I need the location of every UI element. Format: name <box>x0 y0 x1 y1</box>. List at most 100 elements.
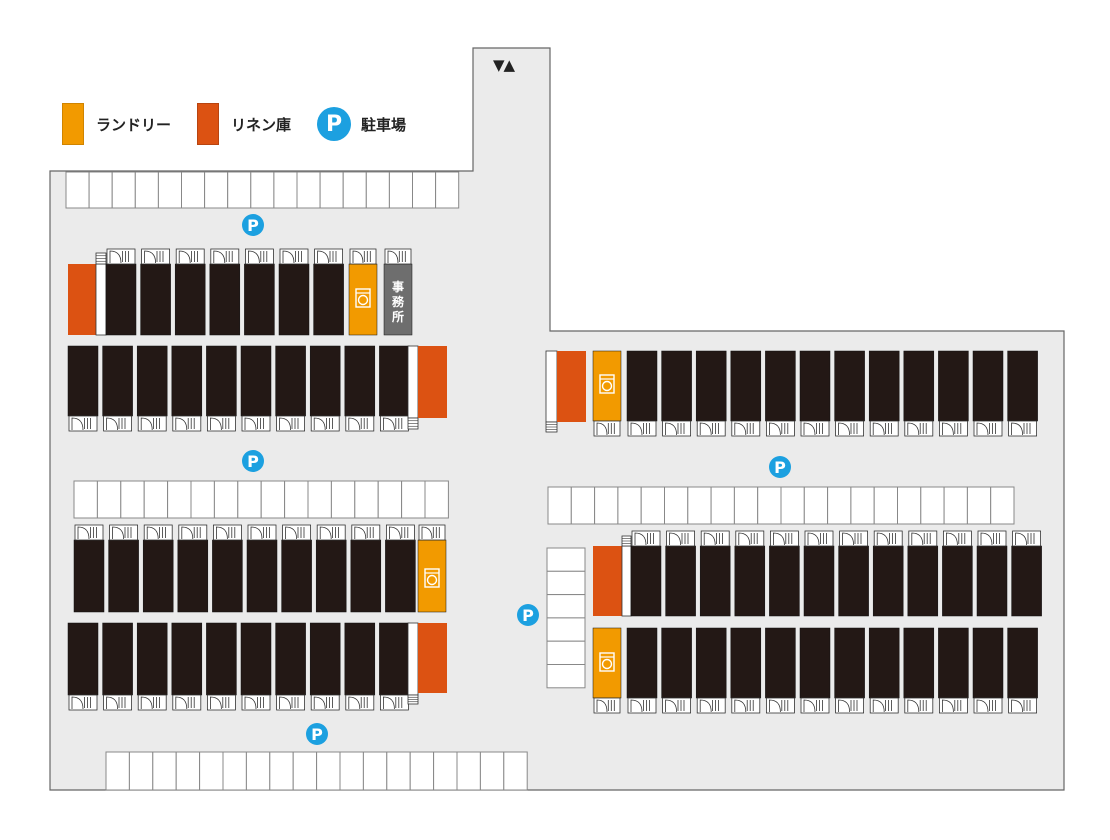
laundry-building <box>592 627 622 699</box>
parking-space <box>227 171 252 209</box>
parking-space <box>990 486 1015 525</box>
door-icon <box>210 696 222 710</box>
parking-space <box>409 751 435 791</box>
cottage-unit <box>136 622 168 696</box>
cottage-unit <box>275 622 306 696</box>
door-icon <box>71 417 84 431</box>
cottage-unit <box>1007 627 1038 699</box>
door-icon <box>1011 422 1023 436</box>
door-icon <box>352 250 364 264</box>
laundry-swatch <box>62 103 84 145</box>
cottage-unit <box>972 627 1004 699</box>
door-icon <box>77 526 90 540</box>
porch <box>384 248 412 265</box>
porch <box>345 694 375 711</box>
porch <box>345 415 375 432</box>
cottage-unit <box>834 350 865 422</box>
parking-space <box>245 751 271 791</box>
cottage-unit <box>868 627 900 699</box>
cottage-unit <box>67 345 99 417</box>
cottage-unit <box>699 545 731 617</box>
door-icon <box>181 526 194 540</box>
legend-linen: リネン庫 <box>197 103 291 145</box>
parking-space <box>152 751 177 791</box>
cottage-unit <box>309 345 341 417</box>
parking-space <box>827 486 852 525</box>
porch <box>143 524 173 541</box>
door-icon <box>734 422 747 436</box>
parking-space <box>412 171 437 209</box>
office-label: 事務所 <box>392 279 405 324</box>
door-icon <box>112 526 124 540</box>
door-icon <box>665 699 677 713</box>
door-icon <box>109 250 122 264</box>
cottage-unit <box>907 545 939 617</box>
parking-space <box>547 486 572 525</box>
porch <box>212 524 242 541</box>
door-icon <box>144 250 156 264</box>
cottage-unit <box>938 350 969 422</box>
door-icon <box>1015 532 1027 546</box>
cottage-unit <box>661 350 692 422</box>
linen-swatch <box>197 103 220 145</box>
parking-space <box>175 751 201 791</box>
linen-label: リネン庫 <box>231 115 292 134</box>
porch <box>593 420 621 437</box>
cottage-unit <box>626 627 658 699</box>
porch <box>351 524 381 541</box>
porch <box>418 524 446 541</box>
parking-space <box>157 171 182 209</box>
laundry-building <box>592 350 622 422</box>
cottage-unit <box>142 539 174 613</box>
laundry-label: ランドリー <box>96 115 172 134</box>
parking-space <box>96 480 122 519</box>
laundry-building <box>348 263 378 336</box>
parking-space <box>181 171 206 209</box>
linen-storage <box>68 264 96 335</box>
washer-drum <box>357 294 369 306</box>
parking-space <box>456 751 481 791</box>
cottage-unit <box>206 622 237 696</box>
cottage-unit <box>67 622 99 696</box>
door-icon <box>769 699 781 713</box>
cottage-unit <box>803 545 835 617</box>
door-icon <box>140 417 153 431</box>
parking-space <box>128 751 154 791</box>
cottage-unit <box>73 539 105 613</box>
door-icon <box>876 532 889 546</box>
door-icon <box>175 696 188 710</box>
cottage-unit <box>212 539 243 613</box>
porch <box>206 415 236 432</box>
cottage-unit <box>379 345 410 417</box>
door-icon <box>872 422 885 436</box>
cottage-unit <box>209 263 241 336</box>
cottage-unit <box>903 350 935 422</box>
parking-space <box>339 751 364 791</box>
parking-space <box>88 171 113 209</box>
parking-icon <box>306 723 328 745</box>
office-label-char: 事 <box>392 279 404 294</box>
door-icon <box>838 422 850 436</box>
parking-space <box>546 547 586 572</box>
door-icon <box>389 526 401 540</box>
parking-space <box>386 751 411 791</box>
cottage-unit <box>244 263 275 336</box>
cottage-unit <box>246 539 278 613</box>
parking-space <box>757 486 782 525</box>
door-icon <box>907 699 920 713</box>
cottage-unit <box>695 627 727 699</box>
door-icon <box>71 696 84 710</box>
door-icon <box>383 417 395 431</box>
cottage-unit <box>344 622 376 696</box>
door-icon <box>279 696 291 710</box>
door-icon <box>669 532 681 546</box>
door-icon <box>178 250 191 264</box>
parking-space <box>105 751 130 791</box>
walkway <box>407 345 419 419</box>
door-icon <box>838 699 850 713</box>
parking-space <box>362 751 388 791</box>
parking-icon-label: P <box>247 216 259 235</box>
linen-storage <box>418 623 447 693</box>
cottage-unit <box>799 627 831 699</box>
parking-icon <box>769 456 791 478</box>
